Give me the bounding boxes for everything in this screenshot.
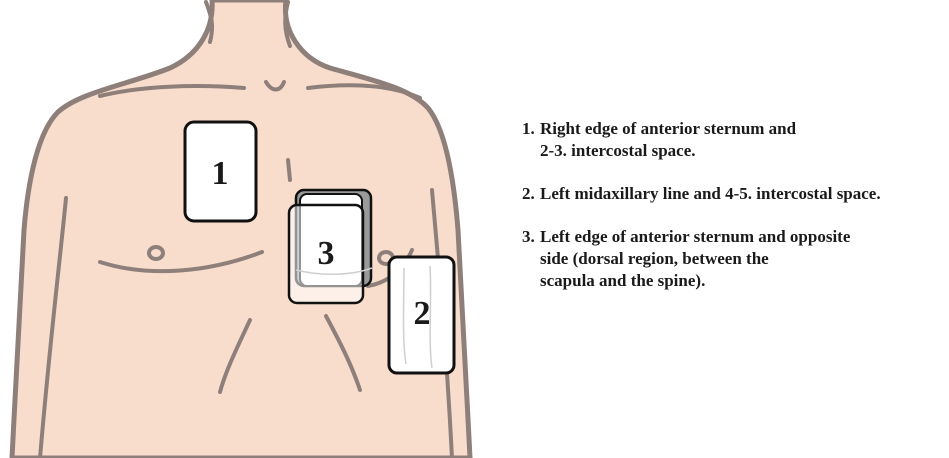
legend-text: Left midaxillary line and 4-5. intercost… xyxy=(540,183,942,205)
legend-text: Right edge of anterior sternum and xyxy=(540,118,942,140)
pad-1-label: 1 xyxy=(212,155,229,192)
pad-2-label: 2 xyxy=(414,295,431,332)
legend-number: 3. xyxy=(522,226,535,248)
placement-legend: 1. Right edge of anterior sternum and 2-… xyxy=(512,118,942,313)
legend-text: 2-3. intercostal space. xyxy=(540,140,942,162)
legend-text: Left edge of anterior sternum and opposi… xyxy=(540,226,942,248)
legend-number: 1. xyxy=(522,118,535,140)
sternum-line xyxy=(288,160,290,180)
pad-3-label: 3 xyxy=(318,235,335,272)
torso-body xyxy=(12,0,470,458)
electrode-pad-3: 3 xyxy=(289,190,372,303)
electrode-pad-1: 1 xyxy=(185,122,256,221)
legend-item-2: 2. Left midaxillary line and 4-5. interc… xyxy=(512,183,942,205)
electrode-pad-2: 2 xyxy=(389,257,454,373)
legend-item-1: 1. Right edge of anterior sternum and 2-… xyxy=(512,118,942,162)
legend-number: 2. xyxy=(522,183,535,205)
legend-text: side (dorsal region, between the xyxy=(540,248,942,270)
legend-item-3: 3. Left edge of anterior sternum and opp… xyxy=(512,226,942,292)
legend-text: scapula and the spine). xyxy=(540,270,942,292)
